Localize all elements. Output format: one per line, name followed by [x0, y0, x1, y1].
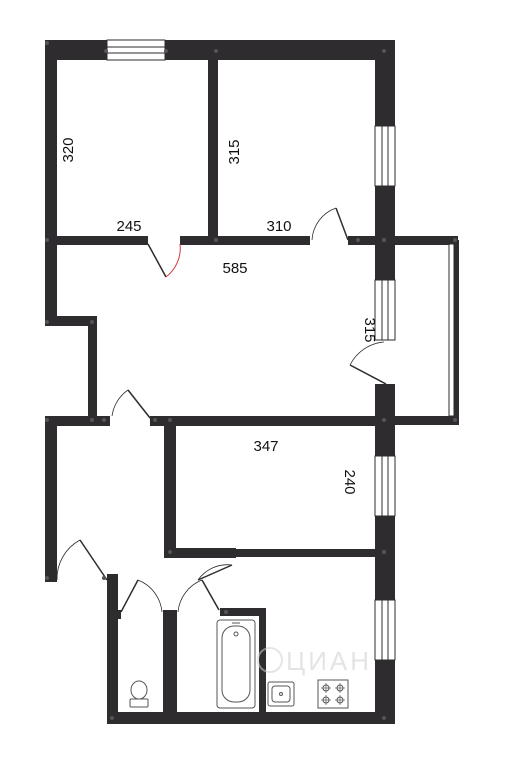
- walls: [45, 40, 459, 724]
- door-toilet: [120, 579, 163, 613]
- wall-bedroom-divider: [208, 52, 218, 244]
- dim-room-middle-height: 240: [341, 469, 358, 494]
- watermark-logo: ЦИАН: [257, 646, 372, 676]
- wall-hall-bottom-right: [150, 416, 395, 426]
- doors: [56, 207, 387, 613]
- wall-hall-bottom-left: [45, 416, 110, 426]
- wall-right-top-b: [375, 186, 395, 244]
- wall-middle-room-left: [164, 420, 176, 557]
- wall-hall-right-a: [375, 244, 395, 280]
- wall-bath-toprail-left: [107, 610, 121, 619]
- door-bedroom-2: [311, 207, 349, 241]
- window-middle-room: [374, 455, 396, 517]
- toilet-icon: [129, 680, 149, 708]
- wall-bedroom2-bottom-right: [348, 236, 458, 245]
- wall-bath-divider: [163, 610, 177, 724]
- window-hall-balcony: [374, 279, 396, 341]
- dim-room-top-right-width: 310: [266, 218, 291, 235]
- corner-markers: [45, 41, 457, 720]
- wall-bedroom1-bottom: [45, 236, 148, 245]
- wall-bedrooms-mid-bottom: [180, 236, 310, 245]
- wall-right-top-a: [375, 40, 395, 126]
- window-top: [106, 39, 166, 61]
- wall-middle-room-bottom: [164, 548, 236, 558]
- wall-bath-toprail-right: [220, 608, 265, 616]
- svg-text:ЦИАН: ЦИАН: [286, 646, 372, 676]
- wall-right-kitchen-b: [375, 660, 395, 724]
- wall-right-kitchen-a: [375, 556, 395, 600]
- window-kitchen: [374, 599, 396, 661]
- wall-top-left: [45, 40, 107, 60]
- balcony-frame-right: [452, 240, 459, 423]
- wall-right-middle-a: [375, 420, 395, 456]
- stove-icon: [317, 679, 349, 709]
- wall-bath-left: [107, 574, 118, 724]
- dim-room-middle-width: 347: [253, 438, 278, 455]
- dim-room-top-right-height: 315: [226, 139, 243, 164]
- dimension-labels: 320 245 315 310 585 315 347 240: [60, 137, 378, 494]
- wall-top-right: [165, 40, 395, 60]
- wall-middle-kitchen-divider: [236, 549, 386, 557]
- window-right-bedroom: [374, 125, 396, 187]
- wall-left-notch-v: [88, 316, 97, 424]
- wall-right-middle-b: [375, 516, 395, 558]
- door-balcony: [349, 341, 387, 385]
- door-bedroom-1: [147, 243, 181, 278]
- wall-left-lower: [45, 416, 57, 582]
- wall-left-notch-h: [45, 316, 97, 326]
- dim-room-top-left-width: 245: [116, 218, 141, 235]
- door-hall-lower: [111, 389, 151, 419]
- dim-balcony-side: 315: [361, 317, 378, 342]
- door-bathroom: [177, 579, 220, 613]
- window-balcony-outer: [448, 243, 455, 417]
- door-kitchen: [197, 564, 233, 581]
- wall-left-upper: [45, 40, 57, 322]
- balcony-frame-bottom: [375, 416, 459, 425]
- wall-bottom: [107, 712, 395, 724]
- wall-bath-right: [259, 608, 266, 724]
- fixtures: [129, 619, 349, 709]
- door-entrance: [56, 539, 108, 581]
- kitchen-sink-icon: [267, 681, 295, 707]
- dim-hallway-length: 585: [222, 260, 247, 277]
- windows: [106, 39, 455, 661]
- bathtub-icon: [216, 619, 256, 709]
- dim-room-top-left-height: 320: [60, 137, 77, 162]
